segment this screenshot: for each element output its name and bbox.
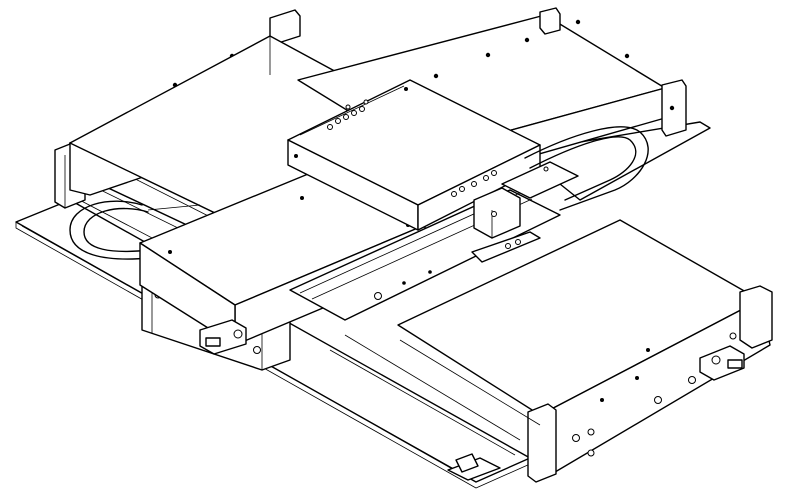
left-motor-connector bbox=[199, 319, 247, 355]
bottom-bracket bbox=[447, 453, 501, 481]
right-motor-connector bbox=[699, 345, 745, 381]
left-cable-chain bbox=[69, 200, 201, 260]
right-cable-chain bbox=[524, 126, 649, 211]
x-axis-motor-block bbox=[471, 161, 579, 263]
x-carriage bbox=[287, 79, 541, 231]
